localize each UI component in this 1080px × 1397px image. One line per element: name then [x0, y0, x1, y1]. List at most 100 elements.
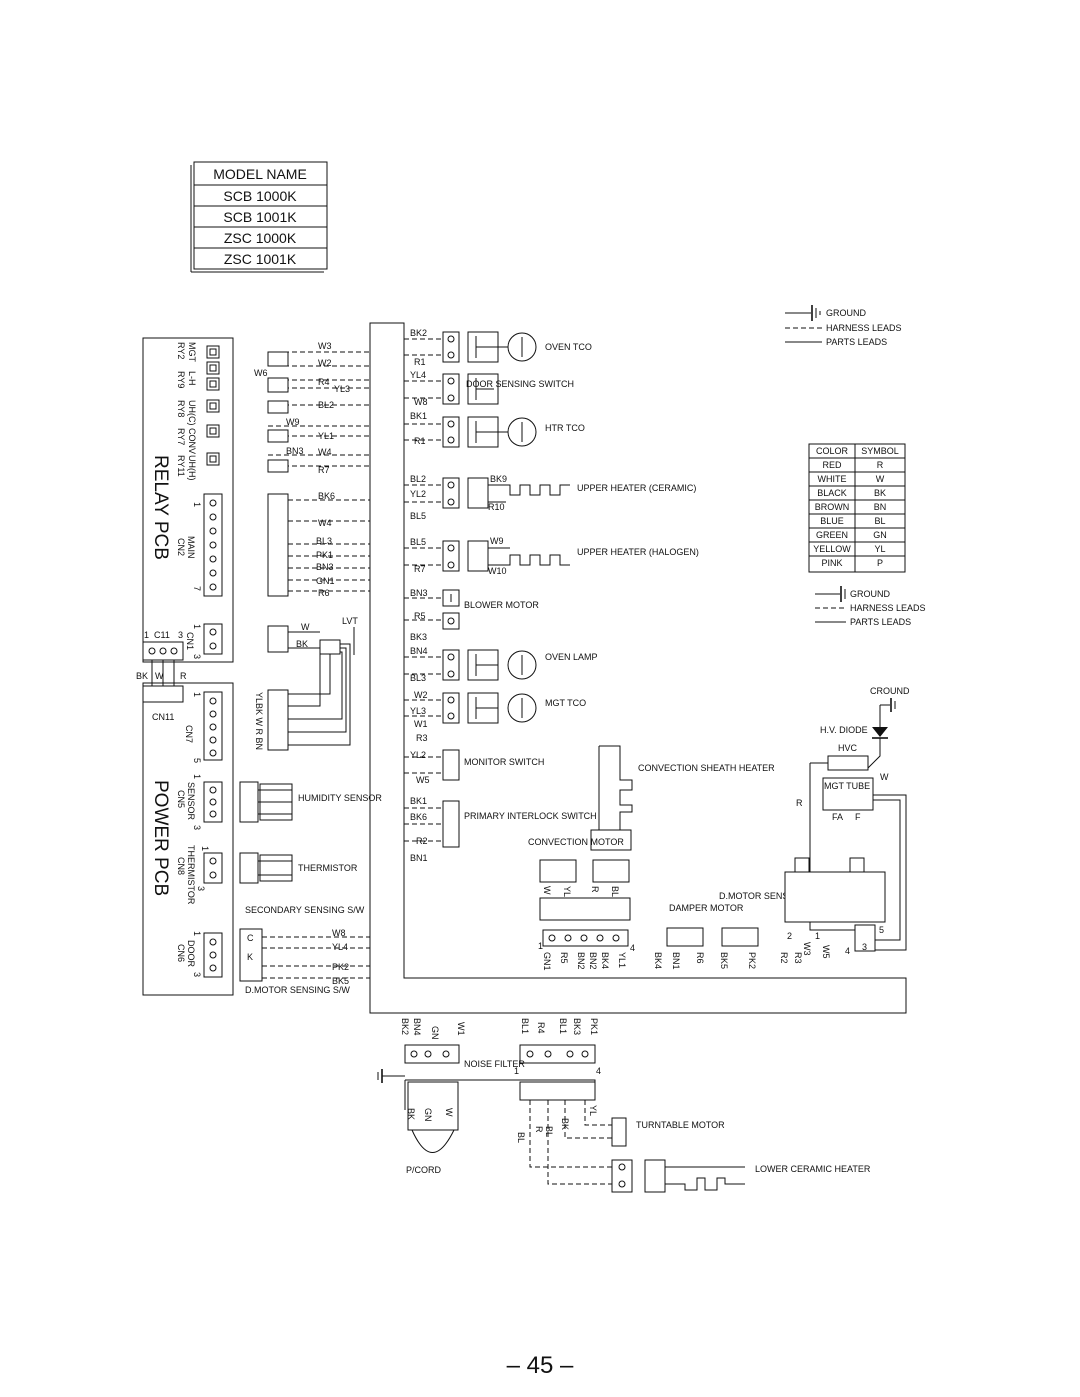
wire-label: BK: [560, 1118, 570, 1130]
hv-diode-label: H.V. DIODE: [820, 725, 868, 735]
mgt-tco: [467, 692, 537, 724]
color-symbol: GN: [873, 530, 887, 540]
dmotor-switch-left-label: D.MOTOR SENSING S/W: [245, 985, 350, 995]
mgt-tco-label: MGT TCO: [545, 698, 586, 708]
wire-label: W9: [490, 536, 504, 546]
wire-label: R6: [318, 588, 330, 598]
wire-label: W5: [821, 945, 831, 959]
relay-wire-labels: W3 W2 W6 R4 YL3 BL2 W9 YL1 BN3 W4 R7 BK6…: [254, 341, 350, 598]
pin-label: 1: [192, 692, 202, 697]
wire-label: W: [444, 1108, 454, 1117]
color-name: PINK: [821, 558, 842, 568]
sensor-label: SENSOR: [186, 782, 196, 821]
wire-label: W2: [318, 358, 332, 368]
wire-label: R7: [414, 564, 426, 574]
wire-label: PK1: [589, 1018, 599, 1035]
wire-label: GN: [423, 1108, 433, 1122]
legend-parts-label: PARTS LEADS: [850, 617, 911, 627]
relay-id: RY11: [176, 455, 186, 477]
door-label: DOOR: [186, 940, 196, 968]
wire-label: R2: [416, 836, 428, 846]
wire-label: BL5: [410, 537, 426, 547]
color-name: YELLOW: [813, 544, 851, 554]
oven-lamp: [467, 649, 537, 681]
color-name: GREEN: [816, 530, 848, 540]
pin-label: 1: [538, 941, 543, 951]
wire-label: PK2: [747, 952, 757, 969]
pcord-wire-labels: BK GN W: [406, 1108, 454, 1122]
wire-label: W10: [488, 566, 507, 576]
sheath-heater-label: CONVECTION SHEATH HEATER: [638, 763, 775, 773]
color-header: COLOR: [816, 446, 849, 456]
color-symbol-table: COLOR SYMBOL RED R WHITE W BLACK BK BROW…: [808, 443, 906, 573]
color-name: RED: [822, 460, 842, 470]
legend-harness-label: HARNESS LEADS: [826, 323, 902, 333]
wire-label: BK2: [410, 328, 427, 338]
pin-label: 1: [192, 931, 202, 936]
cn7-connector: [203, 691, 223, 761]
wire-label: BK1: [410, 796, 427, 806]
relay-name: L-H: [187, 371, 197, 386]
pin-label: 4: [596, 1066, 601, 1076]
upper-heater-halogen-label: UPPER HEATER (HALOGEN): [577, 547, 699, 557]
oven-tco: [467, 331, 537, 363]
cn8-connector: [203, 852, 223, 884]
wire-label: BL3: [316, 536, 332, 546]
cn5-connector: [203, 781, 223, 823]
hv-r-label: R: [796, 798, 803, 808]
hv-ground-label: CROUND: [870, 686, 910, 696]
cn7-label: CN7: [184, 725, 194, 743]
wire-label: BN3: [286, 446, 304, 456]
wire-label: YL2: [410, 489, 426, 499]
lvt-transformer: [267, 625, 355, 751]
wire-label: BN2: [588, 952, 598, 970]
pin-label: 3: [192, 654, 202, 659]
wire-label: YL3: [334, 384, 350, 394]
pin-label: 3: [196, 886, 206, 891]
wire-label: W3: [802, 942, 812, 956]
wire-label: R5: [414, 611, 426, 621]
pin-label: 1: [514, 1066, 519, 1076]
relay-id: RY2: [176, 342, 186, 359]
cn1-connector: [203, 623, 223, 655]
wire-label: BK: [406, 1108, 416, 1120]
model-row: SCB 1001K: [223, 209, 297, 225]
filter-wire-labels: BK2 BN4 GN W1 BL1 R4 BL1 BK3 PK1: [400, 1018, 599, 1040]
convection-sheath-heater: [590, 745, 633, 883]
wire-label: BK4: [600, 952, 610, 969]
legend-harness-label: HARNESS LEADS: [850, 603, 926, 613]
wire-label: BL2: [410, 474, 426, 484]
wire-label: BN1: [671, 952, 681, 970]
legend-bottom: GROUND HARNESS LEADS PARTS LEADS: [815, 586, 926, 627]
cn6-label: CN6: [176, 944, 186, 962]
wire-label: YL4: [410, 370, 426, 380]
pin-label: 1: [192, 774, 202, 779]
lower-ceramic-label: LOWER CERAMIC HEATER: [755, 1164, 871, 1174]
convection-motor-label: CONVECTION MOTOR: [528, 837, 624, 847]
wire-label: YL1: [617, 952, 627, 968]
color-symbol: BL: [874, 516, 885, 526]
pin-label: 5: [192, 758, 202, 763]
wire-label: R6: [695, 952, 705, 964]
color-symbol: W: [876, 474, 885, 484]
wire-label: BK6: [318, 491, 335, 501]
color-symbol: YL: [874, 544, 885, 554]
upper-heater-ceramic: [467, 477, 570, 509]
oven-tco-label: OVEN TCO: [545, 342, 592, 352]
wire-label: W4: [318, 518, 332, 528]
wire-label: BL: [544, 1126, 554, 1137]
wire-label: PK1: [316, 550, 333, 560]
wire-label: BN4: [412, 1018, 422, 1036]
trunk-wires: [404, 338, 443, 842]
mgt-tube-label: MGT TUBE: [824, 781, 870, 791]
wire-label: BL1: [558, 1018, 568, 1034]
relay-name: CONV: [187, 428, 197, 454]
model-row: SCB 1000K: [223, 188, 297, 204]
wire-label: BN3: [410, 588, 428, 598]
wire-label: BK1: [410, 411, 427, 421]
relay-id: RY7: [176, 428, 186, 445]
harness-trunk: [369, 322, 907, 1014]
bottom-wire-labels: GN1 R5 BN2 BN2 BK4 YL1 BK4 BN1 R6 BK5 PK…: [542, 942, 831, 971]
wire-label: BL: [516, 1132, 526, 1143]
